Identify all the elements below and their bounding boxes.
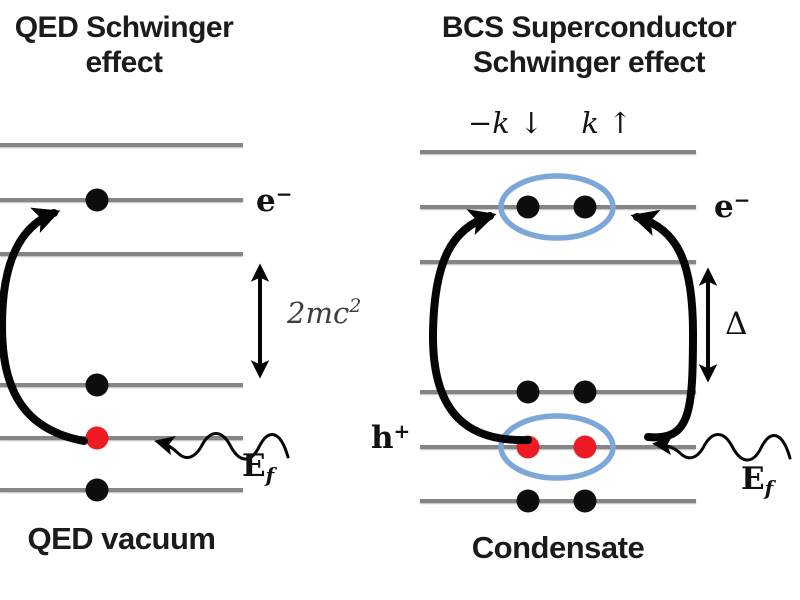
field-label-sub: f — [265, 463, 275, 487]
electron-label-right: e− — [714, 189, 751, 225]
hole-label-base: h — [371, 420, 394, 456]
hole-dot — [573, 435, 597, 459]
pair-creation-arrow-left-panel — [0, 207, 88, 445]
electron-dot — [573, 489, 597, 513]
electron-dot — [85, 188, 109, 212]
left-panel-caption: QED vacuum — [27, 521, 216, 556]
hole-label-right: h+ — [371, 420, 410, 456]
electron-dot — [85, 373, 109, 397]
electron-label-sup: − — [275, 182, 293, 206]
momentum-labels: −k ↓ k ↑ — [468, 106, 632, 140]
left-panel-title: QED Schwinger effect — [14, 11, 234, 80]
gap-label-left: 2mc2 — [287, 296, 361, 330]
electron-dot — [516, 380, 540, 404]
gap-label-base: 2mc — [287, 296, 350, 330]
right-panel-caption: Condensate — [471, 530, 645, 565]
field-label-base: E — [741, 461, 765, 497]
momentum-label-minus-k-down: −k ↓ — [468, 106, 544, 140]
electron-label-base: e — [714, 189, 734, 225]
hole-label-sup: + — [393, 419, 411, 443]
gap-label-sup: 2 — [349, 295, 362, 317]
cooper-pair-ellipse-holes — [498, 413, 616, 481]
momentum-label-k-up: k ↑ — [581, 106, 633, 140]
field-label-right: Ef — [741, 461, 774, 500]
gap-label-right: Δ — [725, 306, 748, 342]
energy-levels — [0, 143, 696, 503]
field-label-left: Ef — [242, 448, 275, 487]
electron-dot — [516, 195, 540, 219]
hole-dot — [85, 426, 109, 450]
right-panel-title: BCS Superconductor Schwinger effect — [441, 11, 737, 80]
cooper-pair-ellipse-electrons — [498, 173, 616, 241]
electron-label-base: e — [256, 183, 276, 219]
electron-dot — [516, 489, 540, 513]
electron-dot — [573, 195, 597, 219]
field-wavy-arrow-right — [652, 433, 792, 462]
electron-label-left: e− — [256, 183, 293, 219]
electron-dot — [85, 478, 109, 502]
field-wavy-arrow-left — [154, 432, 290, 461]
field-label-sub: f — [764, 476, 774, 500]
pair-creation-arrow-right-panel-left — [428, 209, 532, 445]
electron-dot — [573, 380, 597, 404]
field-label-base: E — [242, 448, 266, 484]
electron-label-sup: − — [733, 188, 751, 212]
pair-creation-arrow-right-panel-right — [630, 209, 698, 442]
